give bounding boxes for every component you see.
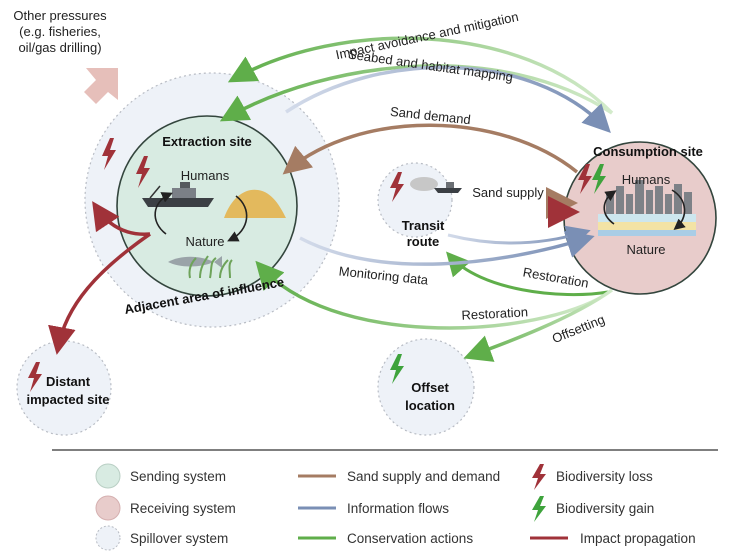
impact-distant-arrow: [48, 232, 151, 355]
legend-receiving-label: Receiving system: [130, 501, 236, 516]
transit-route-line2: route: [407, 234, 440, 249]
other-pressures-line3: oil/gas drilling): [18, 40, 101, 55]
offset-location-line2: location: [405, 398, 455, 413]
city-skyline-icon: [606, 180, 692, 214]
legend-loss-icon: [532, 464, 546, 490]
legend-info-label: Information flows: [347, 501, 449, 516]
monitoring-data-label: Monitoring data: [338, 263, 429, 287]
legend-gain-icon: [532, 496, 546, 522]
seabed-mapping-arrow: [285, 65, 611, 134]
extraction-cycle-right-arrow: [227, 195, 248, 242]
offsetting-label: Offsetting: [550, 311, 607, 346]
seabed-mapping-label: Seabed and habitat mapping: [347, 47, 514, 85]
extraction-site-title: Extraction site: [162, 134, 252, 149]
extraction-humans-label: Humans: [181, 168, 230, 183]
bolt-loss-consumption-icon: [578, 164, 592, 194]
other-pressures-line1: Other pressures: [13, 8, 107, 23]
impact-adjacent-arrow: [92, 201, 151, 236]
restoration-transit-arrow: [446, 251, 609, 297]
restoration-extraction-label: Restoration: [461, 304, 528, 322]
sand-pile-icon: [224, 189, 286, 218]
other-pressures-arrow: [84, 68, 118, 104]
consumption-cycle-left-arrow: [603, 190, 617, 225]
restoration-transit-label: Restoration: [522, 264, 590, 290]
consumption-cycle-right-arrow: [671, 189, 686, 231]
legend-sand-label: Sand supply and demand: [347, 469, 500, 484]
sand-supply-label: Sand supply: [472, 185, 544, 200]
sand-layers-icon: [598, 214, 696, 236]
sand-demand-arrow: [282, 123, 579, 175]
bolt-loss-transit-icon: [390, 172, 404, 202]
legend-receiving-swatch: [95, 495, 121, 521]
consumption-humans-label: Humans: [622, 172, 671, 187]
extraction-cycle-left-arrow: [154, 192, 173, 235]
legend-spillover-label: Spillover system: [130, 531, 228, 546]
bolt-loss-distant-icon: [28, 362, 42, 392]
offsetting-arrow: [463, 288, 614, 362]
legend-loss-label: Biodiversity loss: [556, 469, 653, 484]
impact-avoidance-arrow-2: [219, 64, 613, 122]
transit-route-line1: Transit: [402, 218, 445, 233]
impact-avoidance-arrow: [227, 36, 614, 115]
bolt-gain-consumption-icon: [592, 164, 606, 194]
legend-sending-swatch: [95, 463, 121, 489]
restoration-extraction-arrow: [255, 260, 601, 330]
consumption-nature-label: Nature: [626, 242, 665, 257]
monitoring-data-arrow: [299, 230, 595, 266]
fish-seagrass-icon: [168, 255, 233, 279]
transit-info-arrow: [447, 225, 591, 249]
bolt-loss-extraction-icon: [136, 156, 150, 188]
legend-conservation-label: Conservation actions: [347, 531, 473, 546]
bolt-loss-adjacent-icon: [102, 138, 116, 170]
distant-site-line2: impacted site: [26, 392, 109, 407]
extraction-nature-label: Nature: [185, 234, 224, 249]
consumption-site-title: Consumption site: [593, 144, 703, 159]
offset-location-circle: [377, 338, 475, 436]
legend-spillover-swatch: [95, 525, 121, 551]
legend-gain-label: Biodiversity gain: [556, 501, 654, 516]
legend-impact-label: Impact propagation: [580, 531, 696, 546]
offset-location-line1: Offset: [411, 380, 449, 395]
bolt-gain-offset-icon: [390, 354, 404, 384]
legend-sending-label: Sending system: [130, 469, 226, 484]
distant-site-line1: Distant: [46, 374, 91, 389]
transit-ship-icon: [410, 177, 462, 193]
other-pressures-line2: (e.g. fisheries,: [19, 24, 101, 39]
